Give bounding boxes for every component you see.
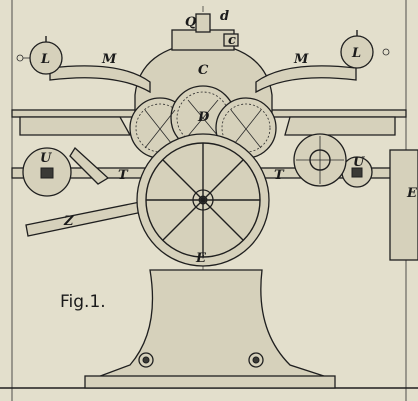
label-m-left: M (101, 52, 117, 67)
label-t-right: T (274, 168, 285, 183)
weight-left-pin (16, 54, 24, 62)
label-t-left: T (118, 168, 129, 183)
bed-support-right (284, 116, 396, 136)
spindle-top (195, 13, 211, 33)
gear-spokes (144, 99, 262, 149)
label-z: Z (63, 214, 74, 229)
foot-bolt-right-center (252, 356, 260, 364)
label-u-right: U (353, 155, 365, 170)
pedestal-foot (84, 375, 336, 389)
bracket-c (223, 33, 239, 47)
label-e-right: E (406, 186, 418, 201)
label-m-right: M (293, 52, 309, 67)
label-l-left: L (40, 52, 50, 67)
foot-bolt-left-center (142, 356, 150, 364)
arm-left (49, 65, 151, 94)
bearing-left-nut (40, 167, 54, 179)
arm-right (255, 65, 357, 94)
handwheel-spokes (296, 136, 344, 184)
label-u-left: U (40, 151, 52, 166)
lever-arm-upper (69, 146, 110, 185)
figure-caption: Fig.1. (60, 292, 106, 312)
label-c-small: c (228, 33, 236, 48)
bed-support-left (19, 116, 132, 136)
flywheel-spokes (146, 143, 260, 257)
label-q: Q (185, 15, 197, 30)
label-e-bottom: E (195, 251, 207, 266)
weight-right-pin (382, 48, 390, 56)
label-d-gear: D (197, 110, 210, 125)
lever-z (25, 199, 153, 237)
bearing-right-nut (351, 167, 363, 178)
label-l-right: L (351, 46, 361, 61)
label-c: C (198, 63, 209, 78)
pedestal-body (94, 269, 331, 379)
label-d: d (220, 9, 229, 24)
side-frame-e (389, 149, 418, 261)
